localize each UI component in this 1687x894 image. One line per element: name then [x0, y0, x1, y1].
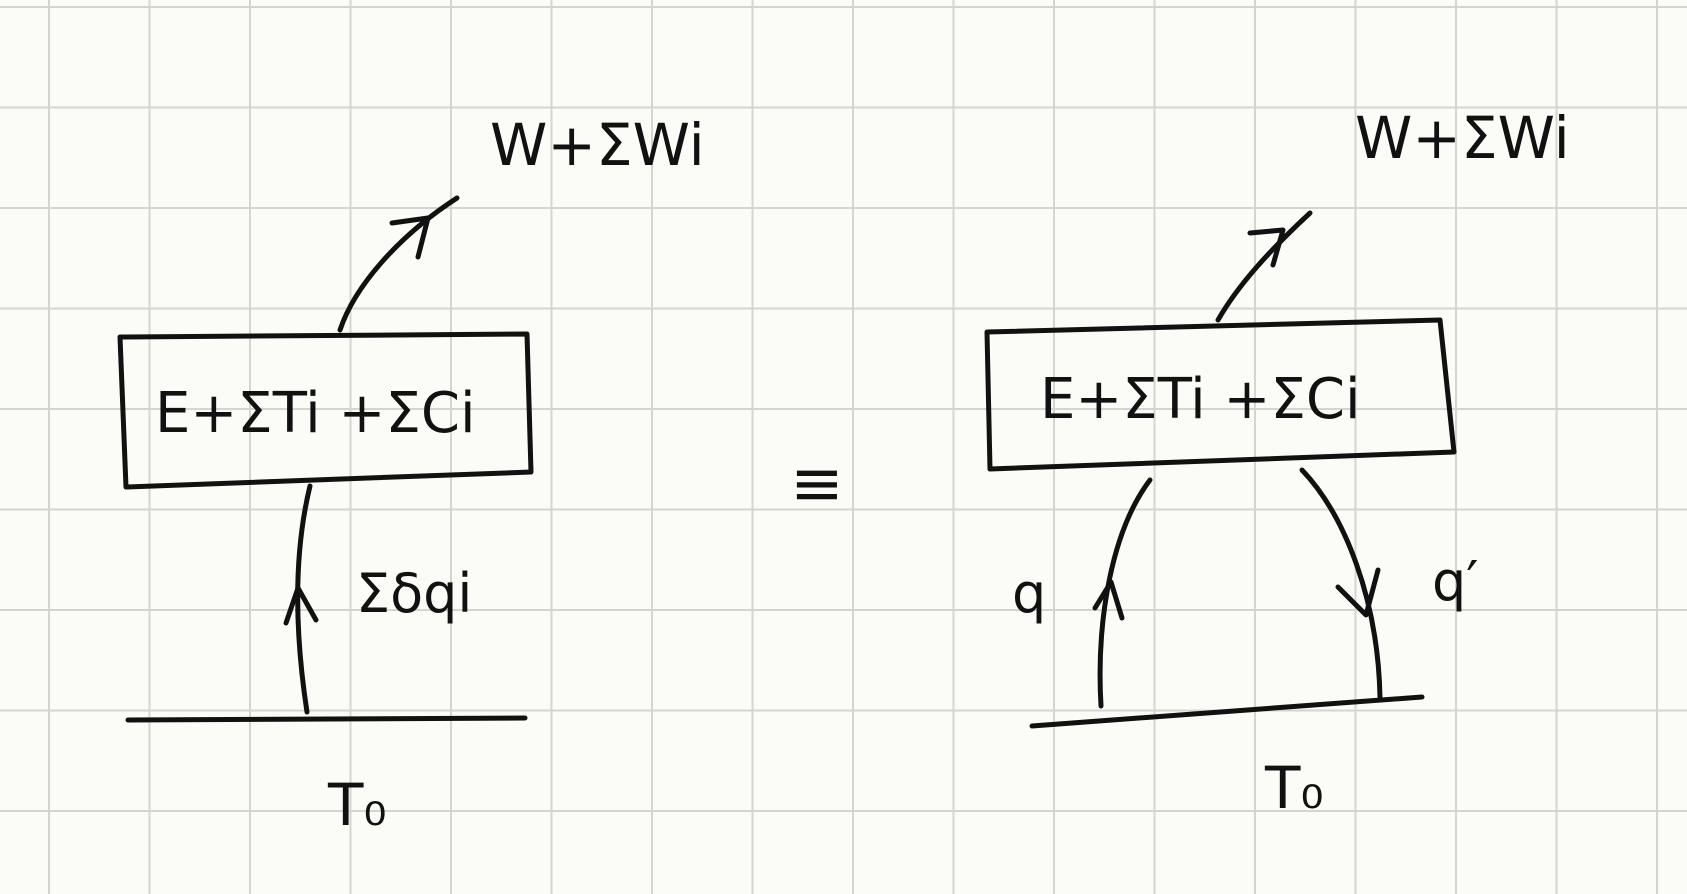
- left-box-label: E+ΣTi +ΣCi: [155, 381, 476, 446]
- left-work-arrowhead: [389, 215, 431, 260]
- right-work-arrow-curve: [1215, 210, 1313, 323]
- right-work-label: W+ΣWi: [1355, 104, 1570, 172]
- right-diagram: W+ΣWi E+ΣTi +ΣCi q q′ T₀: [984, 104, 1570, 822]
- right-reservoir-line: [1029, 694, 1425, 729]
- left-work-label: W+ΣWi: [490, 111, 705, 179]
- left-heat-label: Σδqi: [356, 562, 472, 625]
- right-box: [984, 317, 1457, 472]
- right-heat-in-arrowhead: [1092, 579, 1125, 621]
- right-box-label: E+ΣTi +ΣCi: [1040, 367, 1361, 432]
- left-reservoir-line: [125, 715, 528, 723]
- right-heat-in-line: [1097, 477, 1153, 709]
- right-heat-out-label: q′: [1432, 550, 1479, 613]
- right-work-arrowhead: [1247, 227, 1286, 268]
- right-heat-out-arrowhead: [1335, 567, 1381, 618]
- left-heat-arrow-line: [295, 483, 313, 715]
- right-heat-out-line: [1299, 467, 1383, 700]
- right-reservoir-label: T₀: [1264, 754, 1324, 822]
- left-work-arrow-curve: [337, 195, 460, 333]
- left-heat-arrowhead: [283, 585, 319, 626]
- equivalence-symbol: ≡: [790, 447, 844, 521]
- right-heat-in-label: q: [1012, 562, 1046, 625]
- left-diagram: W+ΣWi E+ΣTi +ΣCi Σδqi T₀: [117, 111, 705, 839]
- left-reservoir-label: T₀: [327, 771, 387, 839]
- left-box: [117, 331, 534, 490]
